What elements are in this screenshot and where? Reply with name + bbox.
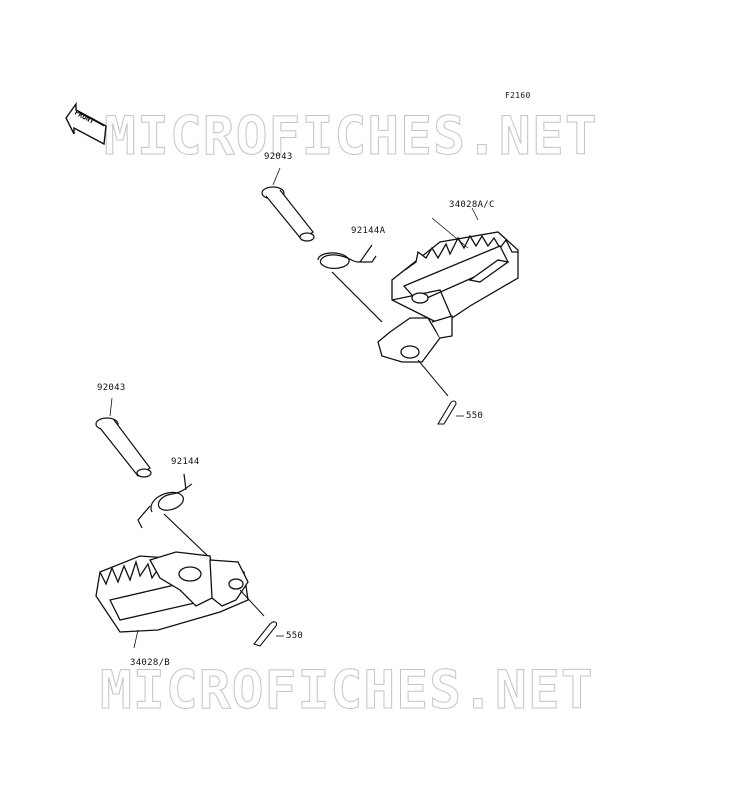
label-upper-spring: 92144A	[351, 226, 386, 236]
lower-cotter-pin-part	[253, 621, 284, 647]
upper-spring-part	[317, 244, 383, 323]
lower-footpeg-part	[95, 551, 249, 649]
label-lower-spring: 92144	[171, 457, 200, 467]
lower-pin-part	[95, 397, 152, 478]
label-lower-pin: 92043	[97, 383, 126, 393]
label-lower-peg: 34028/B	[130, 658, 171, 668]
lower-spring-part	[137, 473, 211, 559]
label-upper-cotter: 550	[466, 411, 484, 421]
figure-code: F2160	[505, 91, 531, 100]
label-upper-pin: 92043	[264, 152, 293, 162]
watermark-bottom: MICROFICHES.NET	[100, 660, 594, 722]
front-arrow-icon	[65, 101, 107, 146]
watermark-top: MICROFICHES.NET	[104, 106, 598, 168]
upper-pin-part	[261, 167, 315, 242]
upper-footpeg-part	[377, 207, 519, 363]
upper-cotter-pin-part	[437, 400, 464, 425]
label-upper-peg: 34028A/C	[449, 200, 495, 210]
label-lower-cotter: 550	[286, 631, 304, 641]
